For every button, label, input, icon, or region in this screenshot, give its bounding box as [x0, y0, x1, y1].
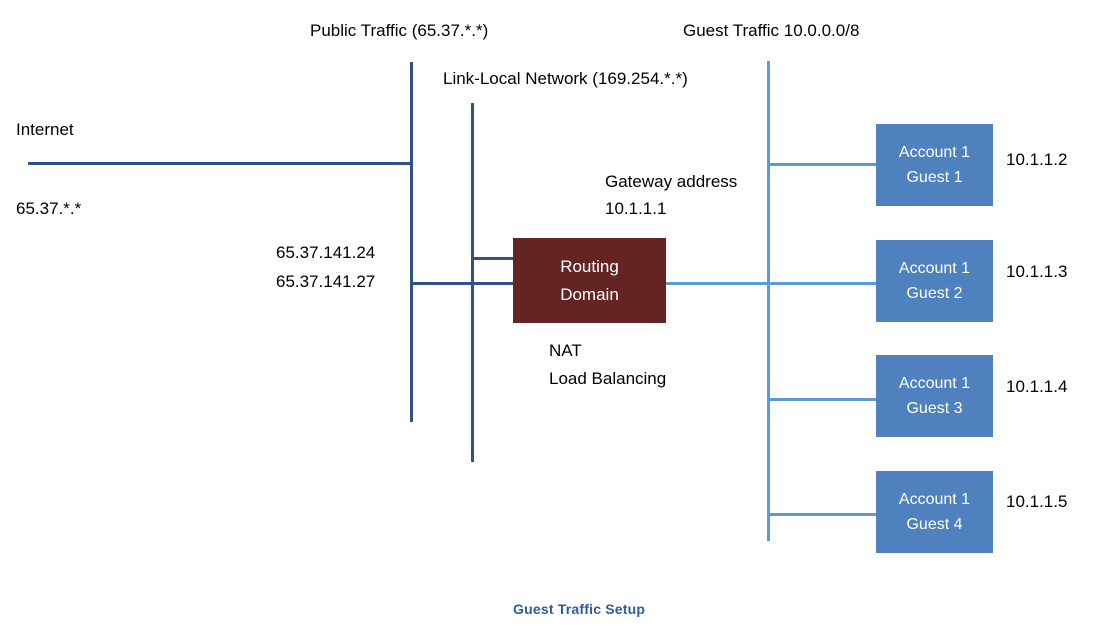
guest-1-ip-label: 10.1.1.2 — [1006, 150, 1068, 169]
guest-traffic-trunk-line — [767, 61, 770, 541]
guest-2-connector-line — [767, 282, 879, 285]
internet-label: Internet — [16, 120, 74, 139]
guest-4-connector-line — [767, 513, 879, 516]
routing-domain-line-2: Domain — [560, 284, 619, 304]
guest-box-3[interactable]: Account 1 Guest 3 — [876, 355, 993, 437]
link-local-network-label: Link-Local Network (169.254.*.*) — [443, 69, 688, 88]
public-traffic-label: Public Traffic (65.37.*.*) — [310, 21, 489, 40]
routing-domain-line-1: Routing — [560, 256, 619, 276]
guest-2-name: Guest 2 — [906, 285, 963, 302]
routing-domain-box[interactable]: Routing Domain — [513, 238, 666, 323]
public-ip-27-label: 65.37.141.27 — [276, 272, 376, 291]
guest-3-account: Account 1 — [898, 375, 971, 392]
internet-connector-line — [28, 162, 413, 165]
routing-to-guest-trunk-line — [661, 282, 769, 285]
guest-2-account: Account 1 — [898, 260, 971, 277]
guest-4-name: Guest 4 — [906, 516, 963, 533]
guest-3-ip-label: 10.1.1.4 — [1006, 377, 1068, 396]
guest-box-4[interactable]: Account 1 Guest 4 — [876, 471, 993, 553]
load-balancing-label: Load Balancing — [549, 369, 667, 388]
gateway-ip-label: 10.1.1.1 — [605, 199, 667, 218]
guest-3-name: Guest 3 — [906, 400, 963, 417]
public-to-routing-line — [410, 282, 516, 285]
internet-ip-range-label: 65.37.*.* — [16, 199, 82, 218]
link-local-to-routing-line — [471, 257, 516, 260]
guest-box-1[interactable]: Account 1 Guest 1 — [876, 124, 993, 206]
guest-traffic-label: Guest Traffic 10.0.0.0/8 — [683, 21, 860, 40]
guest-2-ip-label: 10.1.1.3 — [1006, 262, 1068, 281]
nat-label: NAT — [549, 341, 582, 360]
public-traffic-trunk-line — [410, 62, 413, 422]
guest-4-ip-label: 10.1.1.5 — [1006, 492, 1068, 511]
guest-3-connector-line — [767, 398, 879, 401]
guest-1-account: Account 1 — [898, 144, 971, 161]
guest-1-name: Guest 1 — [906, 169, 963, 186]
public-ip-24-label: 65.37.141.24 — [276, 243, 376, 262]
diagram-caption: Guest Traffic Setup — [513, 601, 646, 617]
guest-box-2[interactable]: Account 1 Guest 2 — [876, 240, 993, 322]
guest-1-connector-line — [767, 163, 879, 166]
gateway-address-label: Gateway address — [605, 172, 738, 191]
guest-4-account: Account 1 — [898, 491, 971, 508]
